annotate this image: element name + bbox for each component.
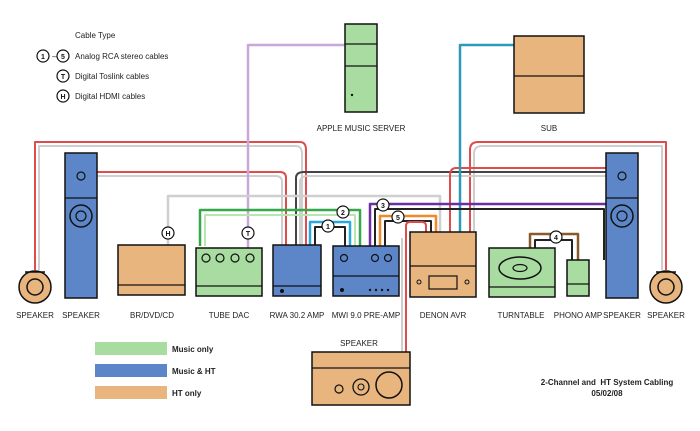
footer-title: 2-Channel and HT System Cabling: [541, 378, 674, 387]
speaker-right-label: SPEAKER: [603, 311, 641, 320]
cable-5-black: [384, 220, 432, 246]
toslink-badge: T: [61, 74, 66, 81]
speaker-right: SPEAKER: [603, 152, 641, 320]
speaker-left: SPEAKER: [62, 152, 100, 320]
analog-badge-end-icon: [56, 49, 70, 63]
tube-dac-label: TUBE DAC: [209, 311, 250, 320]
hdmi-cable-badge: H: [165, 231, 170, 238]
toslink-cable-badge-icon: [241, 226, 255, 240]
analog-range-dash: –: [52, 52, 57, 61]
cable-badges: H T 1 2 3 5 4: [161, 198, 563, 244]
turntable-label: TURNTABLE: [498, 311, 545, 320]
legend-title: Cable Type: [75, 31, 116, 40]
br-dvd-cd-player: BR/DVD/CD: [117, 244, 186, 320]
speaker-far-left: SPEAKER: [16, 270, 54, 320]
subwoofer: SUB: [513, 35, 585, 133]
cable-hdmi-br: [166, 194, 442, 245]
cable-left-speaker-outer-b: [38, 145, 303, 270]
cable-left-speaker-inner-b: [87, 175, 283, 245]
music-ht-swatch: [95, 364, 167, 377]
cable-5-badge-icon: [391, 210, 405, 224]
speaker-left-label: SPEAKER: [62, 311, 100, 320]
cable-right-speaker-outer-b: [473, 145, 663, 270]
music-only-swatch: [95, 342, 167, 355]
cable-left-speaker-inner: [83, 171, 287, 245]
cable-left-speaker-outer: [34, 141, 307, 270]
analog-label: Analog RCA stereo cables: [75, 52, 168, 61]
ht-only-swatch: [95, 386, 167, 399]
phono-amp: PHONO AMP: [554, 259, 602, 320]
speaker-far-right-label: SPEAKER: [647, 311, 685, 320]
cable-right-speaker-inner: [295, 171, 621, 245]
cable-1-badge-icon: [321, 219, 335, 233]
turntable: TURNTABLE: [488, 247, 556, 320]
center-speaker: SPEAKER: [311, 339, 411, 406]
cable-5-badge: 5: [396, 215, 400, 222]
diagram-footer: 2-Channel and HT System Cabling 05/02/08: [541, 378, 674, 398]
analog-badge-end: 5: [61, 54, 65, 61]
cable-3-badge-icon: [376, 198, 390, 212]
music-only-label: Music only: [172, 345, 214, 354]
apple-music-server: APPLE MUSIC SERVER: [317, 23, 406, 133]
cable-2-green-b: [204, 214, 356, 246]
cable-right-speaker-inner-b: [299, 175, 616, 245]
hdmi-badge-icon: [56, 89, 70, 103]
cable-apple-to-dac: [246, 43, 345, 248]
cables: [34, 43, 667, 352]
cable-2-green: [198, 208, 362, 246]
cable-2-badge-icon: [336, 205, 350, 219]
cable-type-legend: Cable Type 1 – 5 Analog RCA stereo cable…: [36, 31, 168, 103]
cable-2-badge: 2: [341, 210, 345, 217]
footer-date: 05/02/08: [591, 389, 623, 398]
cable-denon-right-speaker: [449, 167, 610, 232]
br-dvd-cd-label: BR/DVD/CD: [130, 311, 174, 320]
analog-badge-start: 1: [41, 54, 45, 61]
center-speaker-label: SPEAKER: [340, 339, 378, 348]
sub-label: SUB: [541, 124, 557, 133]
phono-amp-label: PHONO AMP: [554, 311, 602, 320]
hdmi-badge: H: [60, 94, 65, 101]
rwa-amp-label: RWA 30.2 AMP: [270, 311, 325, 320]
cable-3-black: [374, 208, 605, 260]
toslink-badge-icon: [56, 69, 70, 83]
speaker-far-left-label: SPEAKER: [16, 311, 54, 320]
cable-sub-to-denon: [458, 43, 514, 232]
cable-4-badge: 4: [554, 235, 558, 242]
cable-1-badge: 1: [326, 224, 330, 231]
mwi-preamp: MWI 9.0 PRE-AMP: [332, 245, 400, 320]
hdmi-cable-badge-icon: [161, 226, 175, 240]
analog-badge-icon: [36, 49, 50, 63]
speaker-far-right: SPEAKER: [647, 270, 685, 320]
mwi-preamp-label: MWI 9.0 PRE-AMP: [332, 311, 400, 320]
apple-server-label: APPLE MUSIC SERVER: [317, 124, 406, 133]
tube-dac: TUBE DAC: [195, 247, 263, 320]
denon-avr: DENON AVR: [409, 231, 477, 320]
cable-center-speaker: [405, 221, 427, 232]
toslink-label: Digital Toslink cables: [75, 72, 149, 81]
cable-4-badge-icon: [549, 230, 563, 244]
denon-avr-label: DENON AVR: [420, 311, 467, 320]
toslink-cable-badge: T: [246, 231, 251, 238]
ht-only-label: HT only: [172, 389, 202, 398]
usage-legend: Music only Music & HT HT only: [95, 342, 216, 399]
rwa-amp: RWA 30.2 AMP: [270, 244, 325, 320]
cable-right-speaker-outer: [469, 141, 667, 270]
cable-3-badge: 3: [381, 203, 385, 210]
cable-5-orange: [378, 214, 438, 246]
music-ht-label: Music & HT: [172, 367, 216, 376]
hdmi-label: Digital HDMI cables: [75, 92, 145, 101]
